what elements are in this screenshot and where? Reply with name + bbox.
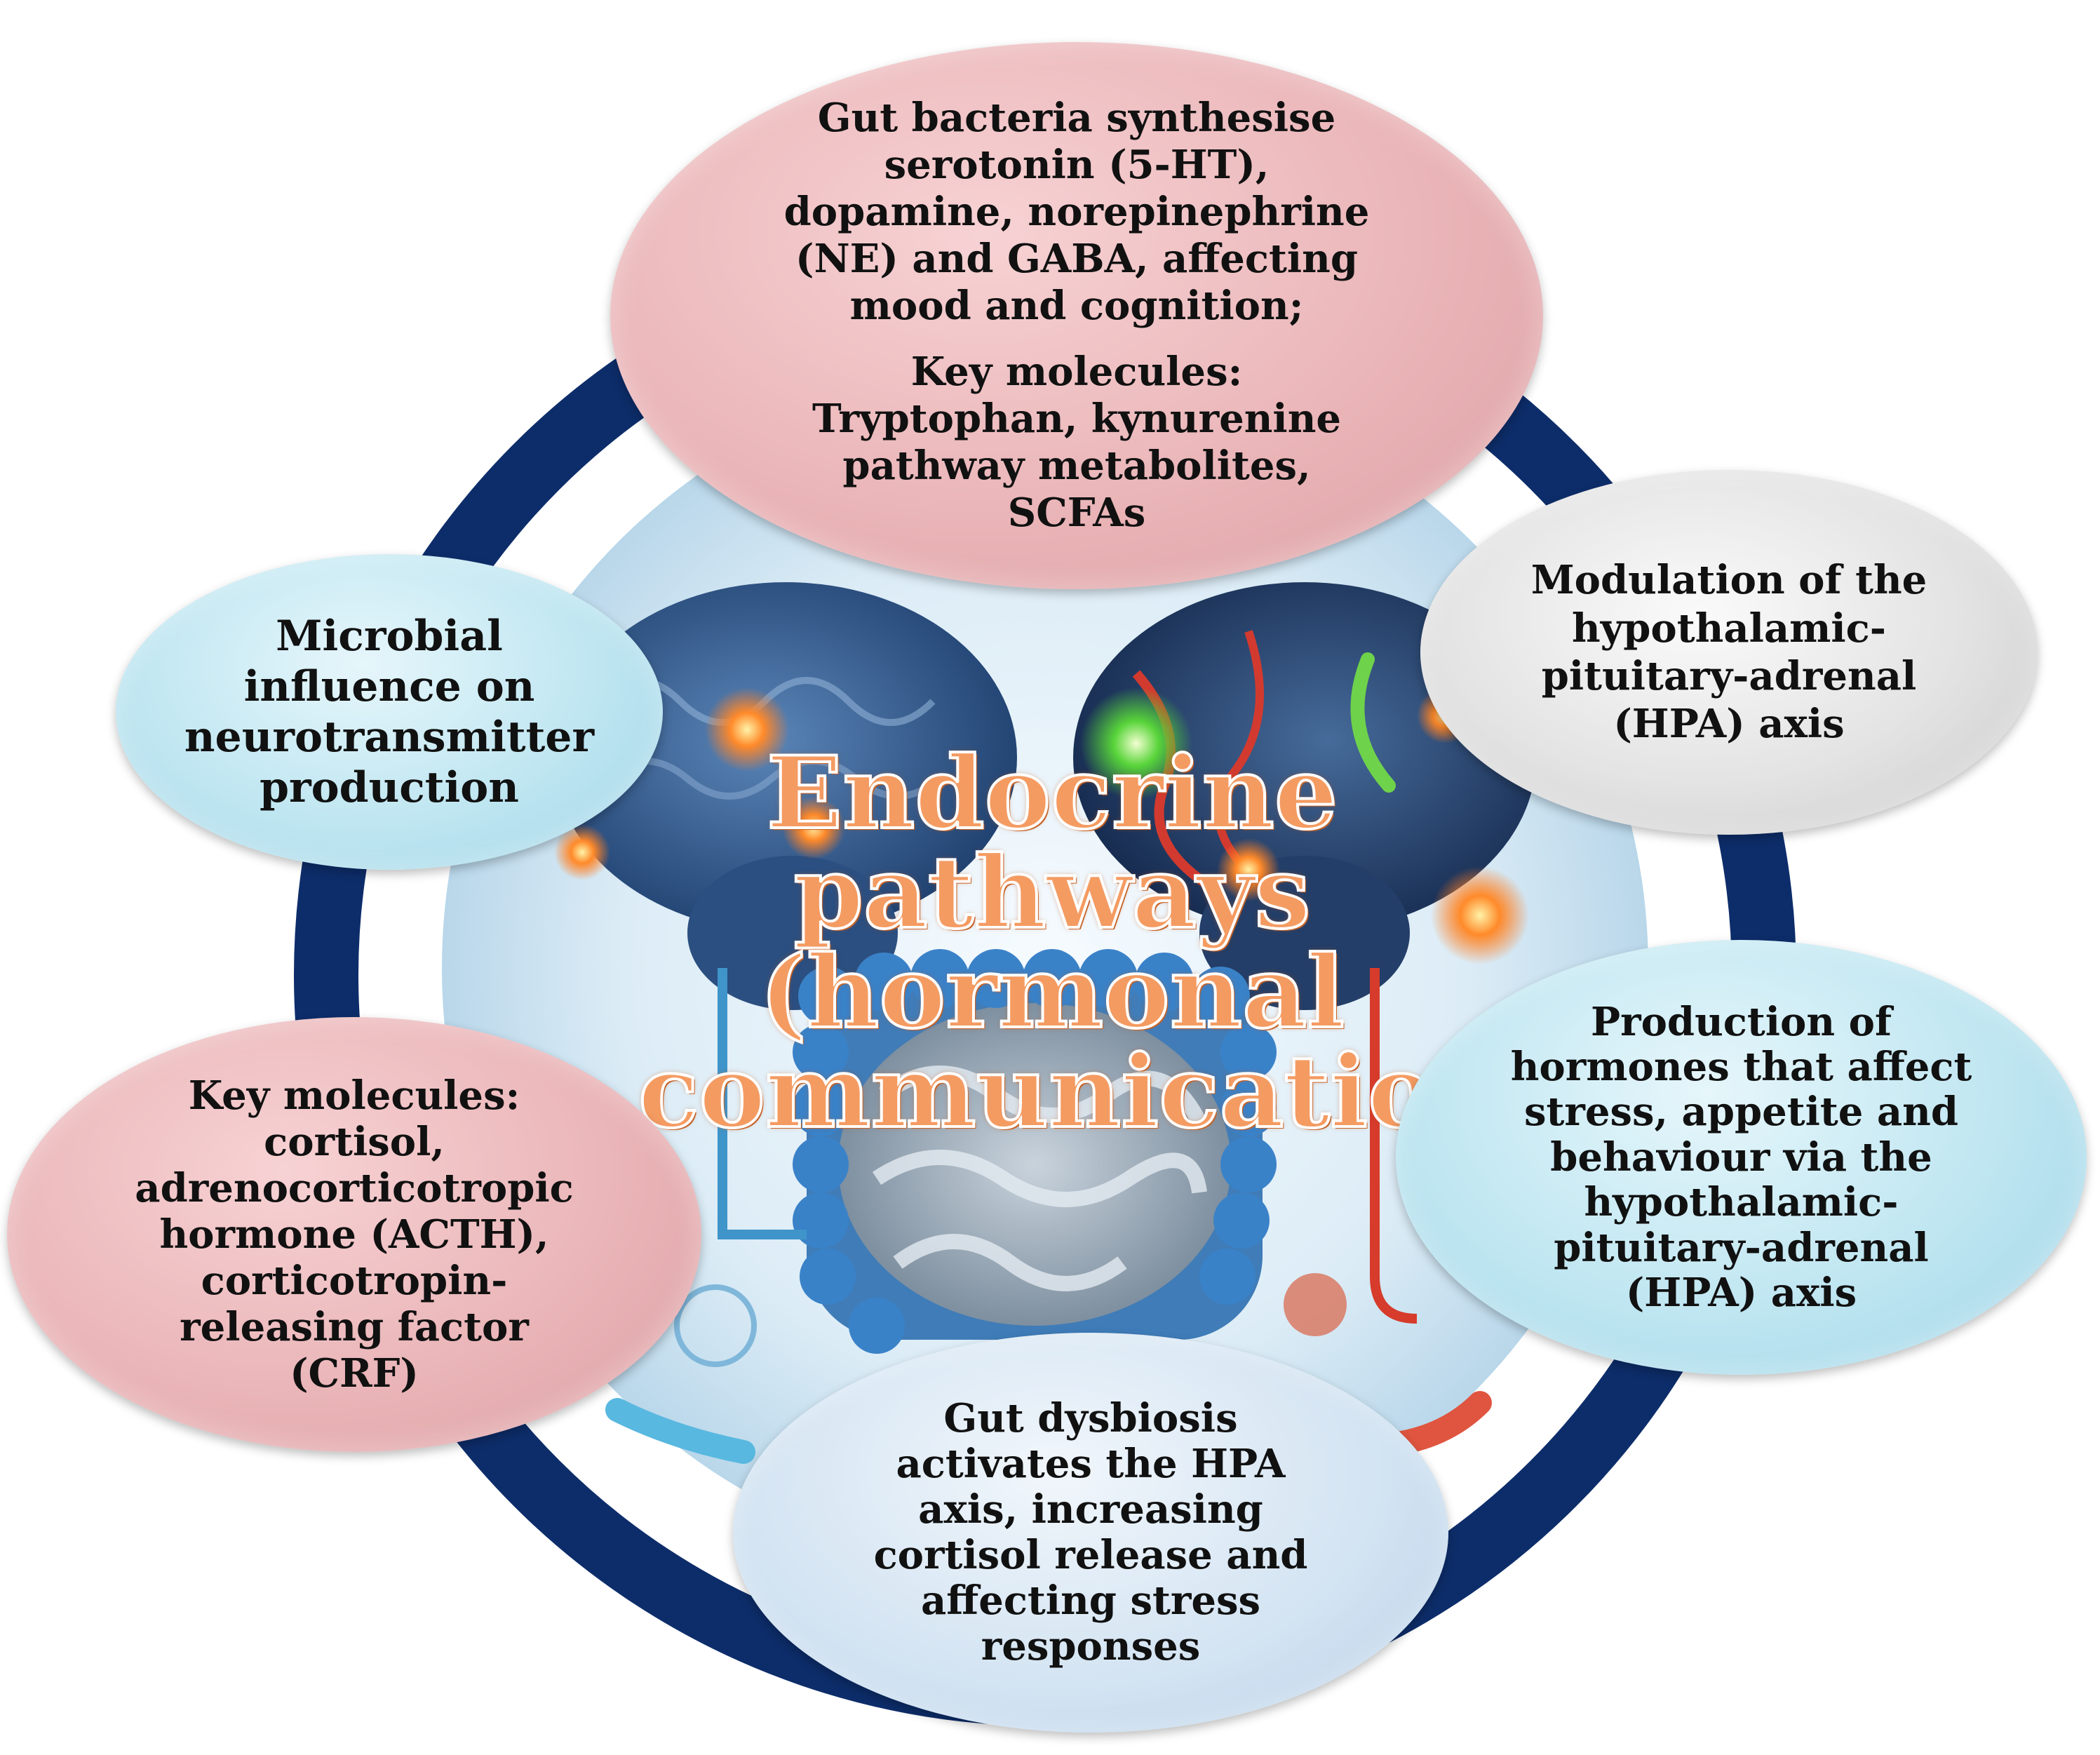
bubble-text-hpa-modulation: Modulation of the hypothalamic- pituitar…	[1530, 557, 1927, 748]
bubble-text-microbial-influence: Microbial influence on neurotransmitter …	[184, 612, 595, 812]
bubble-microbial-influence: Microbial influence on neurotransmitter …	[116, 554, 663, 870]
right-brain-illustration	[1073, 582, 1536, 933]
bubble-text-synthesis: Gut bacteria synthesise serotonin (5-HT)…	[783, 94, 1370, 330]
bubble-text-gut-dysbiosis: Gut dysbiosis activates the HPA axis, in…	[873, 1395, 1308, 1669]
bubble-text-key-molecules-hormones: Key molecules: cortisol, adrenocorticotr…	[135, 1072, 574, 1397]
gut-illustration	[793, 949, 1277, 1354]
bubble-gut-dysbiosis: Gut dysbiosis activates the HPA axis, in…	[733, 1333, 1448, 1733]
bubble-hormone-production: Production of hormones that affect stres…	[1396, 940, 2087, 1375]
center-title: Endocrine pathways (hormonal communicati…	[637, 735, 1508, 1150]
bubble-text-key-molecules-top: Key molecules: Tryptophan, kynurenine pa…	[812, 348, 1342, 537]
bubble-neurotransmitter-synthesis: Gut bacteria synthesise serotonin (5-HT)…	[610, 42, 1543, 589]
bubble-text-hormone-production: Production of hormones that affect stres…	[1510, 998, 1972, 1316]
left-brain-illustration	[554, 582, 1017, 933]
bubble-key-molecules-hormones: Key molecules: cortisol, adrenocorticotr…	[7, 1017, 701, 1452]
bubble-hpa-modulation: Modulation of the hypothalamic- pituitar…	[1420, 470, 2038, 835]
